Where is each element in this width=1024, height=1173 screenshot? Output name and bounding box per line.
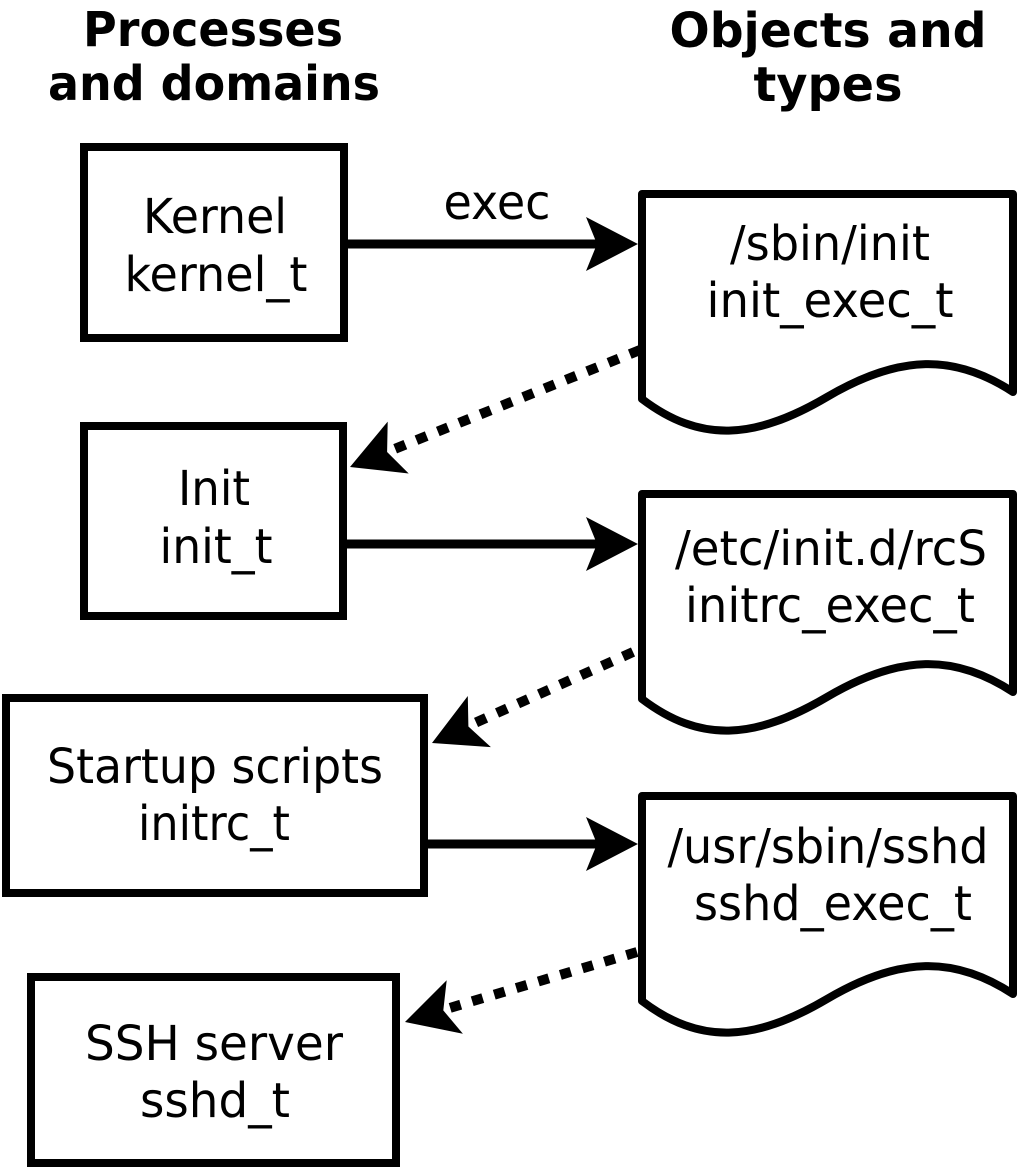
sbin-init-type: init_exec_t [707, 273, 954, 329]
exec-edge-label: exec [444, 175, 551, 231]
ssh-server-box [27, 973, 400, 1167]
arrow-shaft-dotted [385, 345, 642, 457]
process-node-startup-scripts: Startup scripts initrc_t [2, 694, 428, 897]
arrowhead-icon [586, 217, 638, 271]
exec-arrow-startup-to-sshd [428, 817, 638, 871]
object-node-sbin-init: /sbin/init init_exec_t [638, 190, 1017, 435]
header-processes-line1: Processes [83, 2, 343, 58]
init-name: Init [178, 461, 250, 517]
transition-arrow-sshd-to-ssh-server [405, 947, 639, 1034]
usr-sbin-sshd-type: sshd_exec_t [694, 876, 972, 932]
process-node-init: Init init_t [80, 422, 347, 620]
arrowhead-icon [586, 817, 638, 871]
kernel-box [80, 143, 348, 342]
arrowhead-icon [432, 696, 491, 748]
ssh-server-name: SSH server [85, 1016, 343, 1072]
column-header-objects: Objects and types [670, 3, 987, 113]
kernel-domain: kernel_t [125, 247, 308, 303]
init-box [80, 422, 347, 620]
init-domain: init_t [160, 519, 273, 575]
startup-scripts-box [2, 694, 428, 897]
process-node-ssh-server: SSH server sshd_t [27, 973, 400, 1167]
etc-initd-rcs-path: /etc/init.d/rcS [675, 521, 987, 577]
usr-sbin-sshd-document [638, 792, 1017, 1037]
object-node-usr-sbin-sshd: /usr/sbin/sshd sshd_exec_t [638, 792, 1017, 1037]
arrowhead-icon [405, 980, 463, 1034]
column-header-processes: Processes and domains [48, 2, 380, 112]
header-objects-line2: types [754, 57, 903, 113]
transition-arrow-rcs-to-startup [432, 647, 636, 748]
process-node-kernel: Kernel kernel_t [80, 143, 348, 342]
etc-initd-rcs-document [638, 490, 1017, 735]
etc-initd-rcs-type: initrc_exec_t [685, 578, 975, 634]
ssh-server-domain: sshd_t [140, 1073, 290, 1129]
transition-arrow-sbin-init-to-init [350, 345, 642, 474]
header-processes-line2: and domains [48, 56, 380, 112]
sbin-init-path: /sbin/init [730, 216, 930, 272]
startup-scripts-domain: initrc_t [138, 796, 290, 852]
arrowhead-icon [350, 421, 409, 474]
arrow-shaft-dotted [465, 647, 636, 731]
header-objects-line1: Objects and [670, 3, 987, 59]
arrow-shaft-dotted [441, 947, 639, 1015]
sbin-init-document [638, 190, 1017, 435]
exec-arrow-init-to-rcs [347, 517, 638, 571]
arrowhead-icon [586, 517, 638, 571]
usr-sbin-sshd-path: /usr/sbin/sshd [668, 819, 989, 875]
exec-arrow-kernel-to-sbin-init [348, 217, 638, 271]
startup-scripts-name: Startup scripts [47, 739, 383, 795]
object-node-etc-initd-rcs: /etc/init.d/rcS initrc_exec_t [638, 490, 1017, 735]
kernel-name: Kernel [143, 189, 287, 245]
